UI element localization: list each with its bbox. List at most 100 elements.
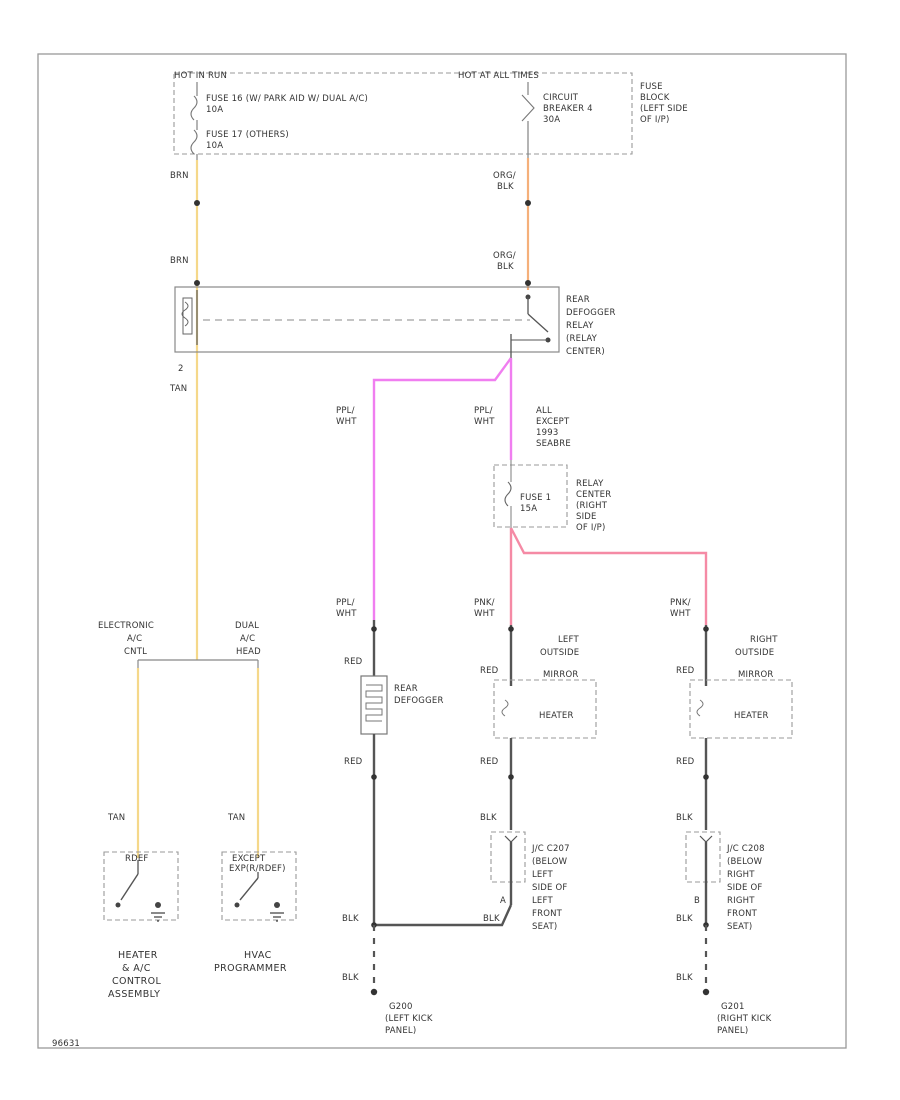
relay-label-1: REAR (566, 295, 590, 305)
fuse-block-location-3: (LEFT SIDE (640, 104, 688, 114)
right-conn-6: FRONT (727, 909, 758, 919)
ppl-wht-center-b: WHT (474, 417, 495, 427)
heater-left-label: HEATER (539, 711, 574, 721)
hot-at-all-times-label: HOT AT ALL TIMES (458, 71, 539, 81)
right-conn-1: J/C C208 (726, 844, 765, 854)
fuse-1-rating: 15A (520, 504, 537, 514)
left-conn-4: SIDE OF (532, 883, 568, 893)
blk-center-label: BLK (483, 914, 500, 924)
relay-center-loc-1: RELAY (576, 479, 604, 489)
rear-defogger-element: RED RED REAR DEFOGGER (344, 620, 444, 925)
relay-label-4: (RELAY (566, 334, 598, 344)
relay-label-5: CENTER) (566, 347, 605, 357)
pnk-wht-right-a: PNK/ (670, 598, 691, 608)
blk-right-3: BLK (676, 973, 693, 983)
dual-label-3: HEAD (236, 647, 261, 657)
right-mirror-label-3: MIRROR (738, 670, 773, 680)
red-left-top: RED (480, 666, 499, 676)
heater-control-label-1: HEATER (118, 950, 158, 961)
center-note-2: EXCEPT (536, 417, 570, 427)
right-conn-5: RIGHT (727, 896, 755, 906)
left-conn-2: (BELOW (532, 857, 568, 867)
org-blk-label-1a: ORG/ (493, 171, 516, 181)
right-conn-2: (BELOW (727, 857, 763, 867)
ground-right-2: (RIGHT KICK (717, 1014, 772, 1024)
electronic-label-3: CNTL (124, 647, 147, 657)
electronic-label-1: ELECTRONIC (98, 621, 154, 631)
heater-control-switch: RDEF HEATER & A/C CONTROL ASSEMBLY (103, 851, 179, 1000)
relay-center-loc-4: SIDE (576, 512, 597, 522)
ppl-wht-left-a: PPL/ (336, 406, 355, 416)
ground-g200: BLK BLK G200 (LEFT KICK PANEL) (342, 914, 433, 1036)
relay-label-3: RELAY (566, 321, 594, 331)
left-mirror-label-2: OUTSIDE (540, 648, 579, 658)
dual-label-1: DUAL (235, 621, 259, 631)
right-jc-connector: J/C C208 (BELOW RIGHT SIDE OF RIGHT FRON… (685, 831, 765, 932)
right-conn-3: RIGHT (727, 870, 755, 880)
left-conn-7: SEAT) (532, 922, 557, 932)
fuse-block-location-1: FUSE (640, 82, 663, 92)
control-junction: ELECTRONIC A/C CNTL DUAL A/C HEAD (98, 621, 261, 668)
right-outside-mirror: RIGHT OUTSIDE MIRROR HEATER RED RED BLK (676, 625, 793, 830)
left-conn-6: FRONT (532, 909, 563, 919)
left-mirror-label-3: MIRROR (543, 670, 578, 680)
relay-center-loc-3: (RIGHT (576, 501, 608, 511)
relay-center-loc-2: CENTER (576, 490, 611, 500)
rdef-left-label: RDEF (125, 854, 149, 864)
center-note-3: 1993 (536, 428, 558, 438)
relay-center-loc-5: OF I/P) (576, 523, 606, 533)
ground-right-1: G201 (721, 1002, 745, 1012)
left-conn-5: LEFT (532, 896, 553, 906)
blk-right-1: BLK (676, 813, 693, 823)
red-right-bottom: RED (676, 757, 695, 767)
right-mirror-label-1: RIGHT (750, 635, 778, 645)
fuse-block: HOT IN RUN HOT AT ALL TIMES FUSE 16 (W/ … (173, 71, 688, 160)
pnk-wht-left-a: PNK/ (474, 598, 495, 608)
red-defogger-top: RED (344, 657, 363, 667)
electronic-label-2: A/C (127, 634, 142, 644)
blk-def-2: BLK (342, 973, 359, 983)
heater-control-label-4: ASSEMBLY (108, 989, 160, 1000)
right-mirror-label-2: OUTSIDE (735, 648, 774, 658)
rear-defogger-label-2: DEFOGGER (394, 696, 444, 706)
fuse-16-rating: 10A (206, 105, 223, 115)
blk-def-1: BLK (342, 914, 359, 924)
org-blk-label-2a: ORG/ (493, 251, 516, 261)
heater-right-label: HEATER (734, 711, 769, 721)
hvac-programmer-switch: EXCEPT EXP(R/RDEF) HVAC PROGRAMMER (214, 851, 297, 974)
circuit-breaker-line-2: BREAKER 4 (543, 104, 593, 114)
ground-left-2: (LEFT KICK (385, 1014, 433, 1024)
fuse-17-rating: 10A (206, 141, 223, 151)
org-blk-label-1b: BLK (497, 182, 514, 192)
red-defogger-bottom: RED (344, 757, 363, 767)
red-left-bottom: RED (480, 757, 499, 767)
pin-b-label: B (694, 896, 700, 906)
right-conn-4: SIDE OF (727, 883, 763, 893)
hot-in-run-label: HOT IN RUN (174, 71, 227, 81)
circuit-breaker-line-3: 30A (543, 115, 560, 125)
ppl-wht-wire-left (372, 357, 512, 620)
relay-center-fuse: FUSE 1 15A RELAY CENTER (RIGHT SIDE OF I… (493, 460, 611, 533)
ppl-wht-defogger-a: PPL/ (336, 598, 355, 608)
hvac-programmer-label-1: HVAC (244, 950, 272, 961)
org-blk-label-2b: BLK (497, 262, 514, 272)
ground-g201: BLK BLK G201 (RIGHT KICK PANEL) (676, 914, 772, 1036)
fuse-1-label: FUSE 1 (520, 493, 551, 503)
brn-label-1: BRN (170, 171, 189, 181)
fuse-16-label: FUSE 16 (W/ PARK AID W/ DUAL A/C) (206, 94, 368, 104)
pnk-wht-left-b: WHT (474, 609, 495, 619)
ppl-wht-center-a: PPL/ (474, 406, 493, 416)
tan-left-label: TAN (107, 813, 125, 823)
ppl-wht-left-b: WHT (336, 417, 357, 427)
fuse-block-location-4: OF I/P) (640, 115, 670, 125)
ground-left-3: PANEL) (385, 1026, 416, 1036)
left-outside-mirror: LEFT OUTSIDE MIRROR HEATER RED RED BLK (480, 625, 597, 830)
heater-control-label-2: & A/C (122, 963, 151, 974)
center-note-1: ALL (536, 406, 552, 416)
relay-label-2: DEFOGGER (566, 308, 616, 318)
rdef-right-label-1: EXCEPT (232, 854, 266, 864)
ground-right-3: PANEL) (717, 1026, 748, 1036)
blk-right-2: BLK (676, 914, 693, 924)
ppl-wht-defogger-b: WHT (336, 609, 357, 619)
